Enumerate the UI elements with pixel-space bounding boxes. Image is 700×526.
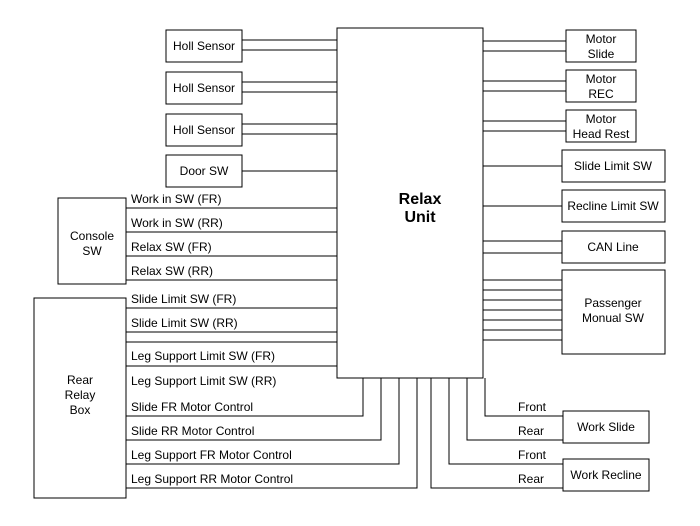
wire [448, 378, 563, 465]
holl-sensor-2-label: Holl Sensor [173, 81, 235, 95]
rear-label: Rear [518, 424, 544, 438]
holl-sensor-1-label: Holl Sensor [173, 39, 235, 53]
wire [466, 378, 563, 441]
front-label: Front [518, 448, 547, 462]
motor-rec-label-line2: REC [588, 87, 614, 101]
motor-rec-label-line1: Motor [586, 72, 617, 86]
console-sw-label-line2: SW [82, 244, 102, 258]
wire [484, 378, 563, 417]
motor-slide-box [565, 29, 637, 63]
signal-label: Slide FR Motor Control [131, 400, 253, 414]
relax-unit-box [336, 27, 484, 379]
front-label: Front [518, 400, 547, 414]
relax-unit-label-line2: Unit [404, 209, 436, 226]
motor-rec-box [565, 69, 637, 103]
can-line-label: CAN Line [587, 240, 639, 254]
slide-limit-sw-label: Slide Limit SW [574, 159, 653, 173]
work-recline-box [562, 458, 650, 492]
slide-limit-sw-box [561, 149, 666, 183]
signal-label: Slide Limit SW (FR) [131, 292, 236, 306]
door-sw-box [165, 154, 243, 188]
rear-relay-box-label-line1: Rear [67, 373, 93, 387]
passenger-manual-sw-box [561, 269, 666, 355]
can-line-box [561, 230, 666, 264]
holl-sensor-1-box [165, 29, 243, 63]
signal-label: Slide RR Motor Control [131, 424, 254, 438]
holl-sensor-2-box [165, 71, 243, 105]
wire [126, 378, 418, 489]
console-sw-box [57, 197, 127, 285]
work-slide-box [562, 410, 650, 444]
motor-slide-label-line1: Motor [586, 32, 617, 46]
signal-label: Leg Support RR Motor Control [131, 472, 293, 486]
work-recline-label: Work Recline [570, 468, 641, 482]
recline-limit-sw-label: Recline Limit SW [567, 199, 659, 213]
wire [126, 378, 400, 465]
passenger-manual-sw-label-line1: Passenger [584, 296, 641, 310]
motor-head-rest-label-line1: Motor [586, 112, 617, 126]
passenger-manual-sw-label-line2: Monual SW [582, 311, 645, 325]
console-sw-label-line1: Console [70, 229, 114, 243]
rear-label: Rear [518, 472, 544, 486]
motor-head-rest-box [565, 109, 637, 143]
rear-relay-box [33, 297, 127, 499]
holl-sensor-3-box [165, 113, 243, 147]
wire [430, 378, 563, 489]
signal-label: Leg Support Limit SW (RR) [131, 374, 276, 388]
door-sw-label: Door SW [180, 164, 229, 178]
signal-label: Relax SW (RR) [131, 264, 213, 278]
wire [126, 378, 364, 417]
rear-relay-box-label-line3: Box [70, 403, 91, 417]
signal-label: Slide Limit SW (RR) [131, 316, 238, 330]
signal-label: Work in SW (RR) [131, 216, 223, 230]
rear-relay-box-label-line2: Relay [65, 388, 96, 402]
motor-slide-label-line2: Slide [588, 47, 615, 61]
work-slide-label: Work Slide [577, 420, 635, 434]
relax-unit-label-line1: Relax [399, 191, 442, 208]
signal-label: Leg Support FR Motor Control [131, 448, 292, 462]
holl-sensor-3-label: Holl Sensor [173, 123, 235, 137]
signal-label: Relax SW (FR) [131, 240, 212, 254]
wire [126, 378, 382, 441]
signal-label: Leg Support Limit SW (FR) [131, 349, 275, 363]
motor-head-rest-label-line2: Head Rest [573, 127, 630, 141]
signal-label: Work in SW (FR) [131, 192, 221, 206]
